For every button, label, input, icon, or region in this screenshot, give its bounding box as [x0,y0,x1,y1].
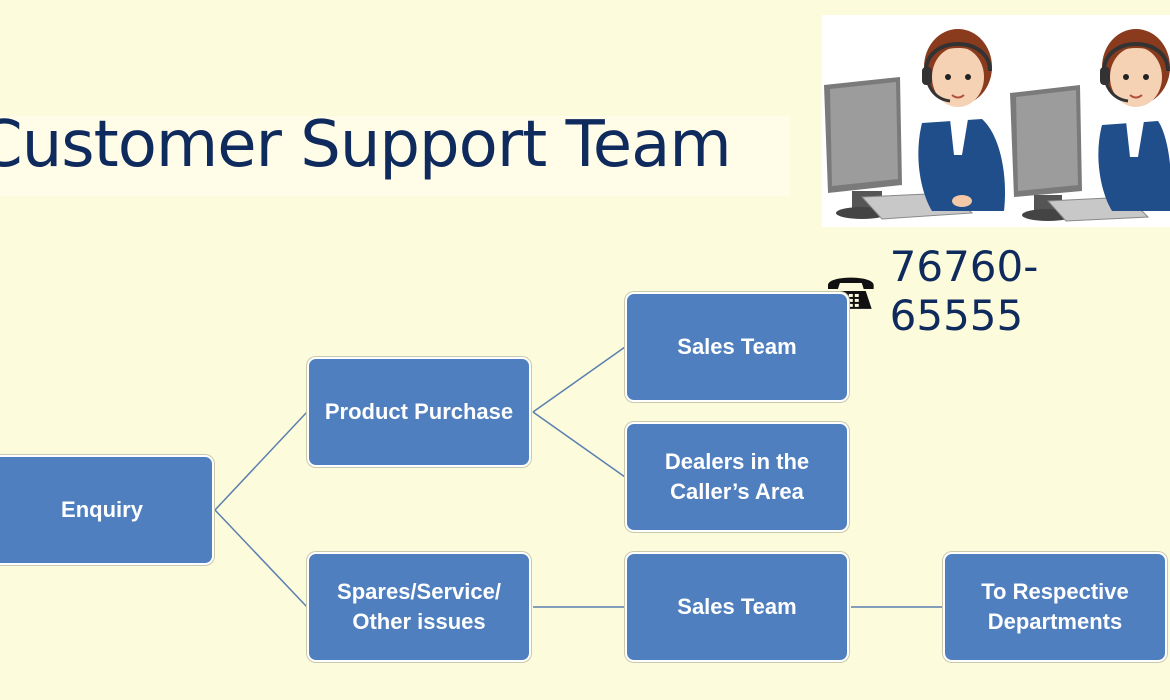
connector-enquiry-product [214,411,308,511]
connector-product-dealers [532,411,626,478]
phone-number: 76760-65555 [889,242,1039,340]
contact-phone: 76760-65555 [826,242,1170,340]
agent-left [824,29,1006,220]
connector-enquiry-spares [214,509,308,608]
node-sales-team-service: Sales Team [625,552,849,662]
node-dealers: Dealers in the Caller’s Area [625,422,849,532]
page-title: Customer Support Team [0,108,732,182]
connector-product-sales [532,346,626,413]
node-enquiry: Enquiry [0,455,214,565]
title-backdrop [0,116,790,196]
support-agents-illustration [822,15,1170,227]
node-spares-service: Spares/Service/ Other issues [307,552,531,662]
node-product-purchase: Product Purchase [307,357,531,467]
node-sales-team-purchase: Sales Team [625,292,849,402]
agent-right [1010,29,1170,222]
node-respective-departments: To Respective Departments [943,552,1167,662]
